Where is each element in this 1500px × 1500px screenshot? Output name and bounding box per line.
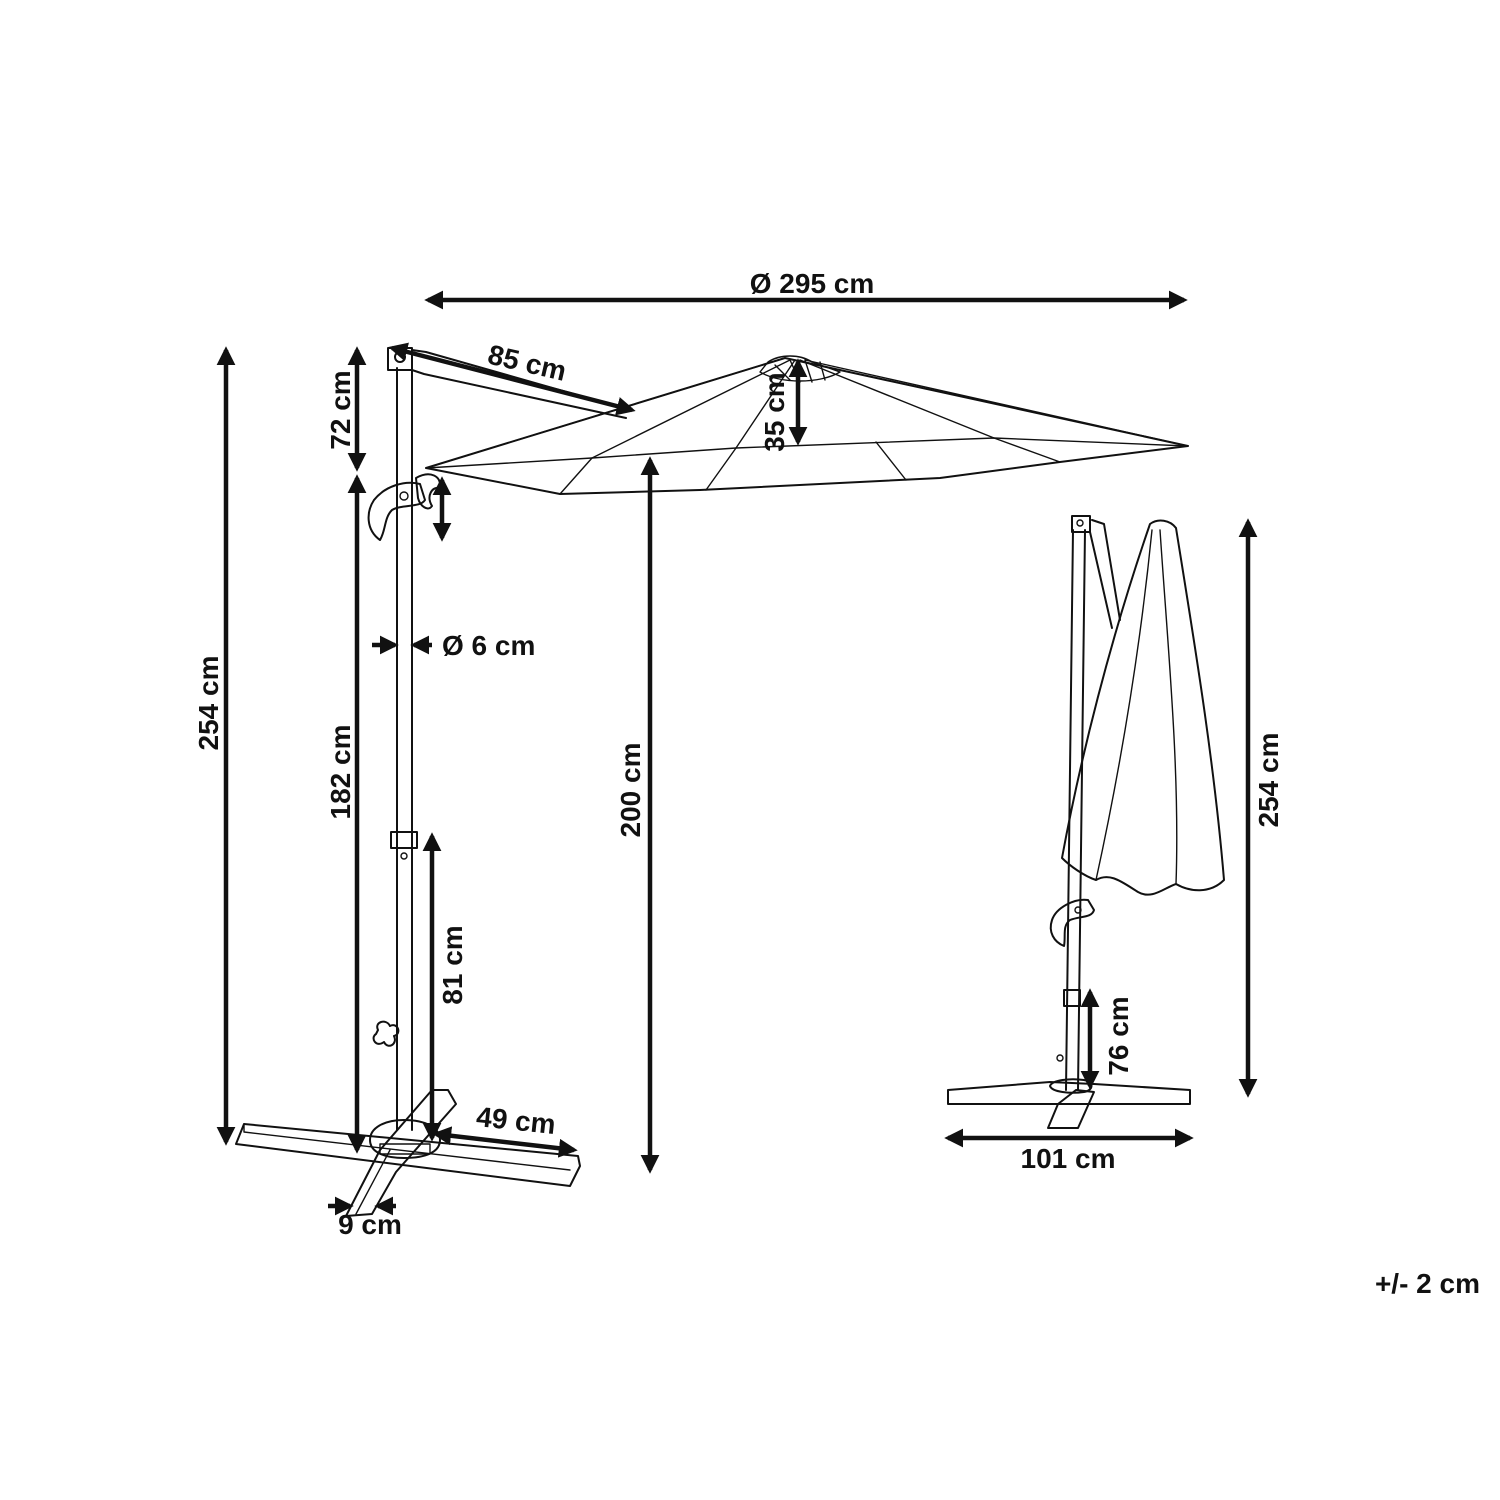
folded-pole [1056, 515, 1121, 1091]
folded-base [947, 1078, 1191, 1129]
folded-canopy [1061, 519, 1225, 896]
folded-crank [1049, 898, 1095, 947]
label-base-arm: 49 cm [475, 1101, 557, 1140]
label-folded-height: 254 cm [1253, 733, 1284, 828]
canopy [425, 355, 1189, 495]
open-umbrella-drawing [235, 347, 1189, 1217]
arrow-arm-length [388, 342, 636, 416]
label-canopy-height: 35 cm [759, 372, 790, 451]
tolerance-note: +/- 2 cm [1374, 1268, 1480, 1299]
label-top-section: 72 cm [325, 370, 356, 449]
label-lower-section: 81 cm [437, 925, 468, 1004]
label-folded-lower: 76 cm [1103, 996, 1134, 1075]
label-arm-length: 85 cm [485, 339, 569, 387]
label-pole-diameter: Ø 6 cm [442, 630, 535, 661]
folded-umbrella-drawing [947, 515, 1225, 1129]
label-crank-height: 182 cm [325, 725, 356, 820]
pole [387, 347, 418, 1131]
crank-handle [367, 473, 442, 541]
locking-knob [372, 1020, 400, 1047]
dimension-arrows [216, 290, 1258, 1216]
label-clearance-height: 200 cm [615, 743, 646, 838]
label-base-width: 9 cm [338, 1209, 402, 1240]
label-total-height: 254 cm [193, 656, 224, 751]
label-base-span: 101 cm [1021, 1143, 1116, 1174]
arrow-base-arm [432, 1126, 578, 1158]
label-canopy-diameter: Ø 295 cm [750, 268, 875, 299]
